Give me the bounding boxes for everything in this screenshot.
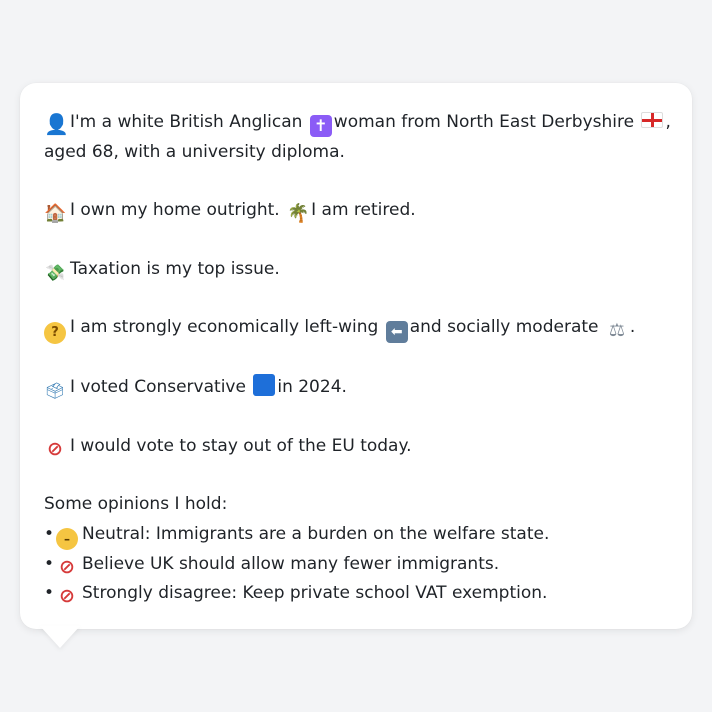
- blue-square-icon: [253, 374, 276, 396]
- ideology-text-c: .: [629, 317, 636, 337]
- opinion-item: •⊘ Strongly disagree: Keep private school…: [44, 579, 668, 609]
- intro-line: 👤I'm a white British Anglican ✝woman fro…: [44, 108, 671, 138]
- intro-text-b: woman from North East Derbyshire: [333, 112, 635, 132]
- intro-text-c: ,: [665, 112, 671, 132]
- ideology-text-a: I am strongly economically left-wing: [70, 317, 379, 337]
- home-text-a: I own my home outright.: [70, 200, 280, 220]
- thinking-face-icon: ?: [44, 322, 66, 344]
- intro-text-a: I'm a white British Anglican: [70, 112, 303, 132]
- eu-text: I would vote to stay out of the EU today…: [70, 435, 412, 456]
- left-arrow-icon: ⬅: [385, 321, 408, 343]
- opinion-text: Strongly disagree: Keep private school V…: [82, 583, 548, 603]
- vote-line: 🗳I voted Conservative in 2024.: [44, 373, 668, 403]
- bullet: •: [44, 583, 55, 603]
- persona-message-bubble: 👤I'm a white British Anglican ✝woman fro…: [20, 83, 692, 629]
- person-icon: 👤: [44, 112, 69, 136]
- eu-line: ⊘ I would vote to stay out of the EU toda…: [44, 432, 668, 462]
- balance-scale-icon: ⚖: [608, 320, 625, 341]
- house-icon: 🏠: [44, 203, 67, 224]
- latin-cross-icon: ✝: [309, 115, 332, 137]
- ideology-text-b: and socially moderate: [409, 317, 599, 337]
- opinion-item: •⊘ Believe UK should allow many fewer imm…: [44, 550, 668, 580]
- home-line: 🏠I own my home outright. 🌴I am retired.: [44, 196, 668, 226]
- ideology-line: ?I am strongly economically left-wing ⬅a…: [44, 313, 668, 344]
- money-with-wings-icon: 💸: [45, 262, 65, 282]
- opinion-text: Neutral: Immigrants are a burden on the …: [82, 523, 550, 544]
- opinion-text: Believe UK should allow many fewer immig…: [82, 553, 500, 574]
- neutral-face-icon: –: [56, 527, 78, 550]
- vote-text-a: I voted Conservative: [70, 377, 246, 397]
- intro-line-2: aged 68, with a university diploma.: [44, 141, 345, 162]
- prohibited-icon: ⊘: [47, 437, 63, 460]
- issue-text: Taxation is my top issue.: [70, 258, 280, 279]
- bullet: •: [44, 553, 55, 574]
- opinion-item: •–Neutral: Immigrants are a burden on th…: [44, 520, 668, 550]
- bullet: •: [44, 523, 55, 544]
- issue-line: 💸Taxation is my top issue.: [44, 255, 668, 285]
- vote-text-b: in 2024.: [277, 377, 347, 397]
- bubble-tail: [40, 626, 80, 648]
- prohibited-icon: ⊘: [59, 585, 75, 607]
- england-flag-icon: [641, 112, 664, 128]
- prohibited-icon: ⊘: [59, 555, 75, 578]
- opinions-heading: Some opinions I hold:: [44, 494, 228, 514]
- home-text-b: I am retired.: [311, 200, 416, 220]
- palm-tree-icon: 🌴: [287, 203, 310, 224]
- ballot-box-icon: 🗳: [44, 381, 66, 400]
